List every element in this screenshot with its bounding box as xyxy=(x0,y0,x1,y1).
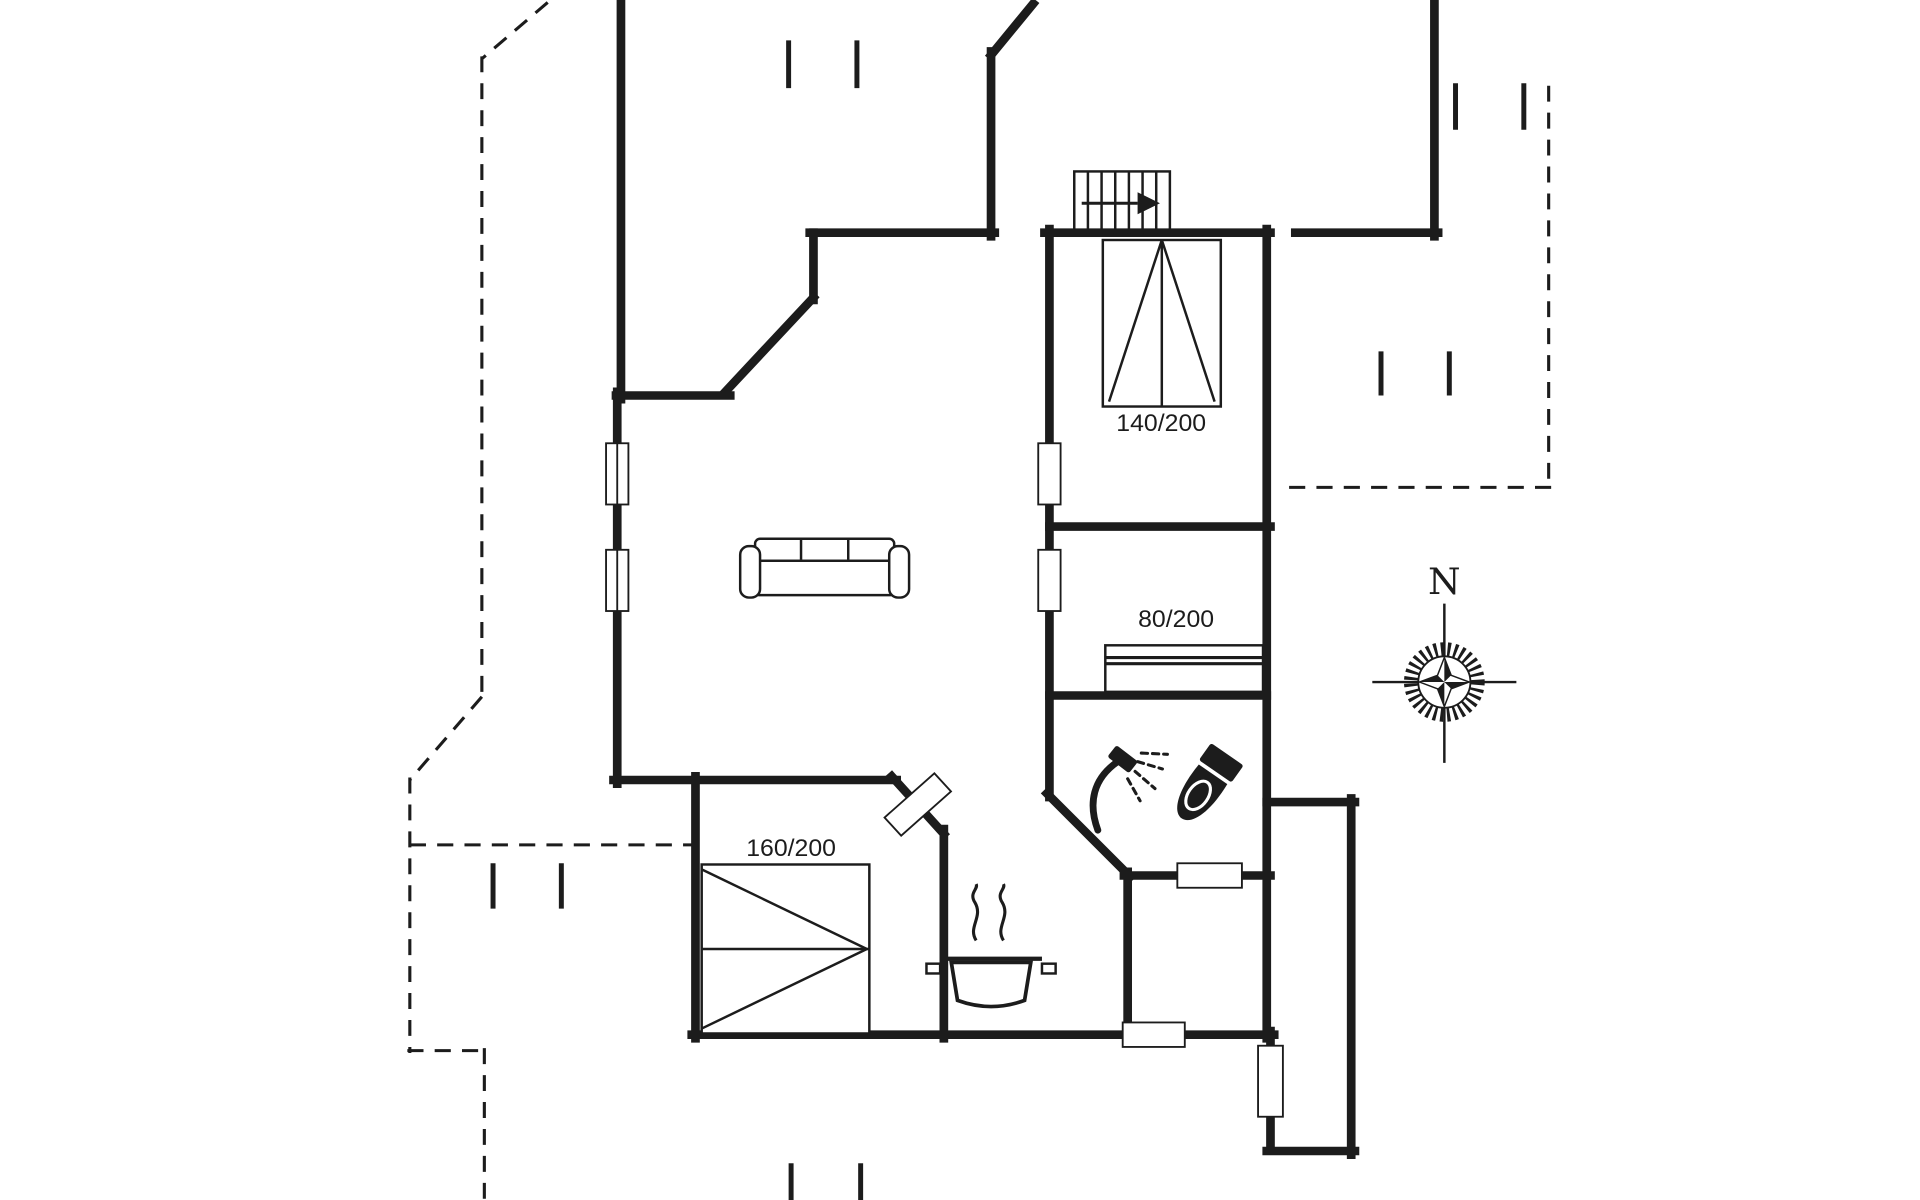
shower-icon xyxy=(1089,746,1169,834)
staircase-icon xyxy=(1073,170,1172,237)
door-icon xyxy=(1121,1021,1186,1048)
door-icon xyxy=(1176,862,1243,889)
terrace-outline xyxy=(407,1,1552,1200)
door-icon xyxy=(1037,548,1062,612)
double-bed-icon xyxy=(1101,238,1223,408)
stove-pot-icon xyxy=(925,883,1057,1009)
door-icon xyxy=(1257,1044,1284,1118)
windows xyxy=(605,442,630,612)
compass-north-label: N xyxy=(1428,560,1461,603)
bed-bottom-label: 160/200 xyxy=(746,835,836,862)
compass-rose-icon: N xyxy=(1372,560,1517,763)
large-bed-icon xyxy=(700,863,871,1035)
door-icon xyxy=(1037,442,1062,506)
door-icon xyxy=(883,771,953,838)
sofa-icon xyxy=(738,537,911,599)
bed-middle-label: 80/200 xyxy=(1138,606,1214,633)
toilet-icon xyxy=(1177,743,1243,821)
bed-top-label: 140/200 xyxy=(1116,410,1206,437)
doors xyxy=(883,442,1284,1118)
small-bed-icon xyxy=(1104,644,1265,694)
post-marks xyxy=(490,40,1527,1200)
window-icon xyxy=(605,442,630,506)
window-icon xyxy=(605,548,630,612)
